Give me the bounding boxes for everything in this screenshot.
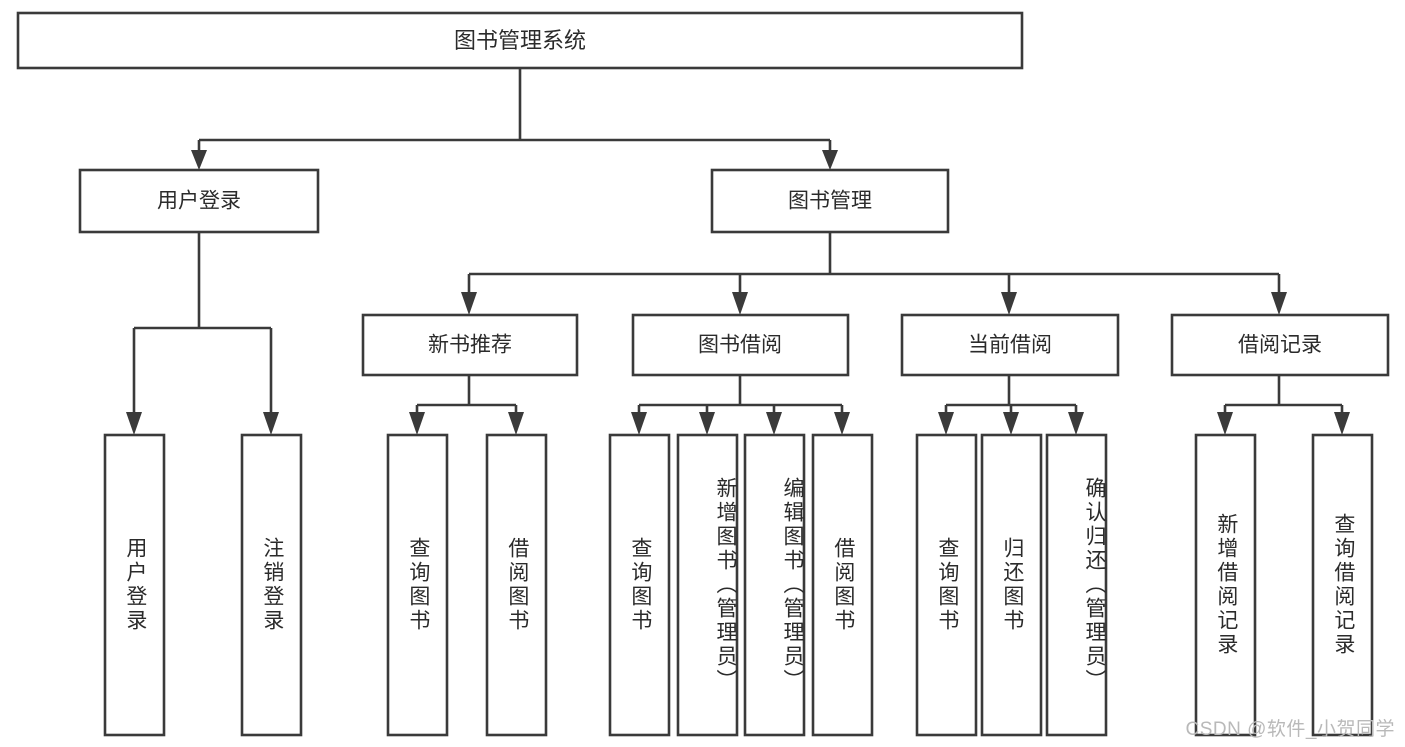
node-borrow-record[interactable]: 借阅记录 bbox=[1170, 313, 1390, 377]
arrow-head-book-borrow bbox=[732, 292, 748, 315]
node-book-borrow[interactable]: 图书借阅 bbox=[631, 313, 850, 377]
connector-group-booklogin-to-leaves bbox=[126, 232, 279, 435]
leaf-box-group bbox=[103, 433, 1374, 737]
leaf-box-logout[interactable] bbox=[240, 433, 303, 737]
arrow-head-leaf-add-book bbox=[699, 412, 715, 435]
node-new-book-recommend-box[interactable] bbox=[361, 313, 579, 377]
leaf-box-query-book-1[interactable] bbox=[386, 433, 449, 737]
node-user-login-box[interactable] bbox=[78, 168, 320, 234]
node-root[interactable]: 图书管理系统 bbox=[16, 11, 1024, 70]
arrow-head-leaf-query-book-1 bbox=[409, 412, 425, 435]
leaf-box-borrow-book-2[interactable] bbox=[811, 433, 874, 737]
arrow-head-leaf-query-book-3 bbox=[938, 412, 954, 435]
connector-group-newbook-to-leaves bbox=[409, 375, 524, 435]
arrow-head-borrow-record bbox=[1271, 292, 1287, 315]
arrow-head-leaf-query-book-2 bbox=[631, 412, 647, 435]
leaf-box-query-book-2[interactable] bbox=[608, 433, 671, 737]
node-new-book-recommend[interactable]: 新书推荐 bbox=[361, 313, 579, 377]
arrow-head-leaf-return-book bbox=[1003, 412, 1019, 435]
leaf-box-edit-book[interactable] bbox=[743, 433, 806, 737]
node-book-borrow-box[interactable] bbox=[631, 313, 850, 377]
arrow-head-user-login bbox=[191, 150, 207, 170]
arrow-head-leaf-query-record bbox=[1334, 412, 1350, 435]
node-user-login[interactable]: 用户登录 bbox=[78, 168, 320, 234]
node-book-manage-label: 图书管理 bbox=[788, 190, 872, 213]
node-root-box[interactable] bbox=[16, 11, 1024, 70]
arrow-head-leaf-add-record bbox=[1217, 412, 1233, 435]
leaf-box-return-book[interactable] bbox=[980, 433, 1043, 737]
node-borrow-record-label: 借阅记录 bbox=[1238, 334, 1322, 357]
node-new-book-recommend-label: 新书推荐 bbox=[428, 334, 512, 357]
leaf-box-borrow-book-1[interactable] bbox=[485, 433, 548, 737]
node-current-borrow[interactable]: 当前借阅 bbox=[900, 313, 1120, 377]
connector-group-bookmanage-to-level3 bbox=[461, 232, 1287, 315]
connector-group-borrowrecord-to-leaves bbox=[1217, 375, 1350, 435]
arrow-head-leaf-borrow-book-2 bbox=[834, 412, 850, 435]
leaf-box-query-book-3[interactable] bbox=[915, 433, 978, 737]
leaf-box-query-record[interactable] bbox=[1311, 433, 1374, 737]
node-borrow-record-box[interactable] bbox=[1170, 313, 1390, 377]
leaf-box-confirm-return[interactable] bbox=[1045, 433, 1108, 737]
leaf-box-user-login[interactable] bbox=[103, 433, 166, 737]
node-book-borrow-label: 图书借阅 bbox=[698, 334, 782, 357]
arrow-head-current-borrow bbox=[1001, 292, 1017, 315]
node-root-label: 图书管理系统 bbox=[454, 28, 586, 53]
connector-group-bookborrow-to-leaves bbox=[631, 375, 850, 435]
arrow-head-leaf-user-login bbox=[126, 412, 142, 435]
node-current-borrow-box[interactable] bbox=[900, 313, 1120, 377]
arrow-head-book-manage bbox=[822, 150, 838, 170]
leaf-box-add-record[interactable] bbox=[1194, 433, 1257, 737]
arrow-head-leaf-edit-book bbox=[766, 412, 782, 435]
leaf-box-add-book[interactable] bbox=[676, 433, 739, 737]
node-user-login-label: 用户登录 bbox=[157, 190, 241, 213]
arrow-head-leaf-confirm-return bbox=[1068, 412, 1084, 435]
node-book-manage[interactable]: 图书管理 bbox=[710, 168, 950, 234]
node-current-borrow-label: 当前借阅 bbox=[968, 334, 1052, 357]
connector-group-currentborrow-to-leaves bbox=[938, 375, 1084, 435]
arrow-head-new-book bbox=[461, 292, 477, 315]
connector-group-root-to-level2 bbox=[191, 68, 838, 170]
arrow-head-leaf-borrow-book-1 bbox=[508, 412, 524, 435]
node-book-manage-box[interactable] bbox=[710, 168, 950, 234]
arrow-head-leaf-logout bbox=[263, 412, 279, 435]
csdn-watermark: CSDN @软件_小贺同学 bbox=[1185, 719, 1395, 740]
